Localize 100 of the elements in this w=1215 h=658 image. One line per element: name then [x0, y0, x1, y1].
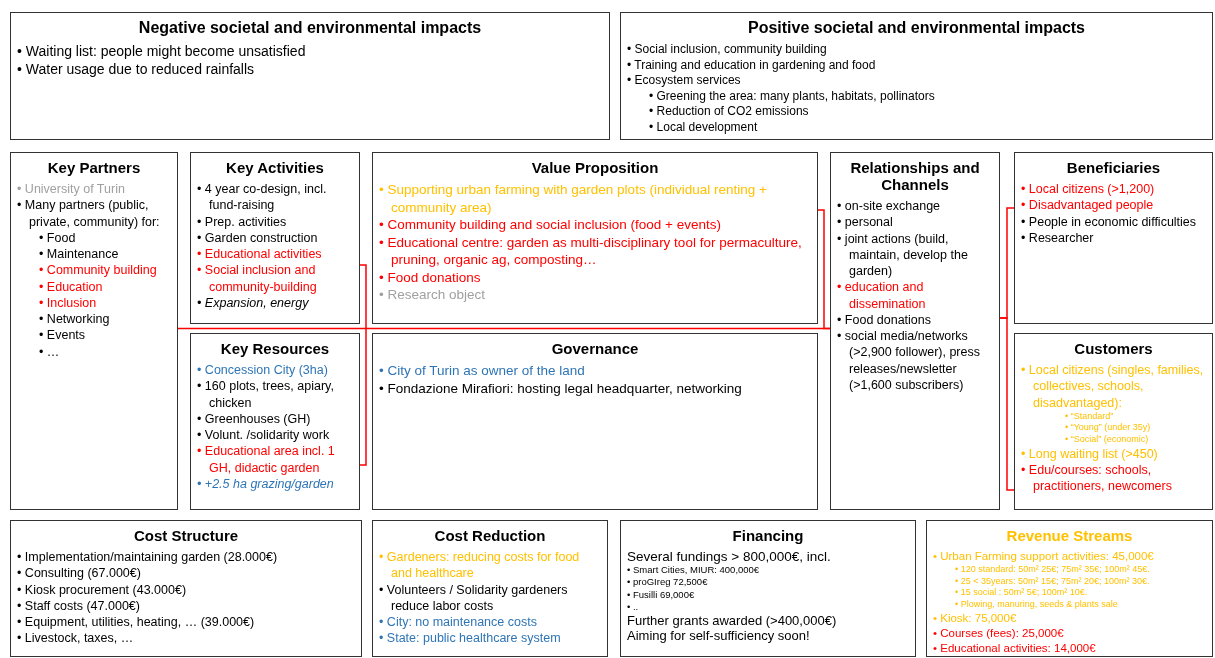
- list-item: • 15 social : 50m² 5€; 100m² 10€.: [955, 587, 1089, 599]
- list-item: • personal: [837, 214, 894, 231]
- list-item: • Long waiting list (>450): [1021, 445, 1159, 463]
- list-item: • Greening the area: many plants, habitats, pollinators: [649, 88, 936, 105]
- section-title: Cost Reduction: [433, 527, 547, 544]
- canvas-section: [10, 152, 178, 510]
- list-item: • …: [39, 343, 61, 360]
- canvas-section: [926, 520, 1213, 657]
- list-item: • on-site exchange: [837, 198, 942, 215]
- section-title: Key Activities: [225, 159, 325, 176]
- list-item: • Gardeners: reducing costs for food and healthcare: [379, 549, 581, 582]
- list-item: • Research object: [379, 286, 487, 304]
- list-item: • Livestock, taxes, …: [17, 630, 135, 647]
- list-item: • State: public healthcare system: [379, 630, 562, 647]
- list-item: • Courses (fees): 25,000€: [933, 625, 1065, 641]
- list-item: • Edu/courses: schools, practitioners, newcomers: [1021, 462, 1173, 495]
- list-item: • proGIreg 72,500€: [627, 576, 709, 589]
- section-title: Negative societal and environmental impacts: [137, 19, 483, 37]
- list-item: • Educational activities: 14,000€: [933, 640, 1097, 656]
- list-item: • Social inclusion and community-building: [197, 262, 318, 295]
- list-item: • Plowing, manuring, seeds & plants sale: [955, 599, 1119, 611]
- list-item: • “Social” (economic): [1065, 434, 1150, 446]
- list-item: • Expansion, energy: [197, 294, 310, 311]
- list-item: • Educational activities: [197, 246, 323, 263]
- list-item: • 160 plots, trees, apiary, chicken: [197, 378, 335, 411]
- canvas-section: [1014, 333, 1213, 510]
- list-item: • Maintenance: [39, 246, 120, 263]
- section-title: Key Partners: [46, 159, 142, 176]
- canvas-section: [372, 333, 818, 510]
- list-item: • Consulting (67.000€): [17, 565, 142, 582]
- list-item: • Ecosystem services: [627, 73, 742, 89]
- list-item: • Water usage due to reduced rainfalls: [17, 60, 256, 79]
- list-item: • Many partners (public, private, community) for:: [17, 197, 161, 230]
- canvas-section: [10, 12, 610, 140]
- canvas-section: [372, 520, 608, 657]
- list-item: • Food: [39, 229, 77, 246]
- section-title: Cost Structure: [132, 527, 240, 544]
- list-item: • 4 year co-design, incl. fund-raising: [197, 181, 328, 214]
- list-item: • “Standard”: [1065, 410, 1115, 423]
- section-title: Value Proposition: [530, 159, 660, 176]
- canvas-section: [190, 152, 360, 324]
- list-item: • Disadvantaged people: [1021, 197, 1155, 214]
- list-item: • Community building: [39, 262, 158, 279]
- list-item: Further grants awarded (>400,000€): [627, 613, 838, 629]
- list-item: • Educational centre: garden as multi-disciplinary tool for permaculture, pruning, organic ag, composting…: [379, 233, 803, 269]
- list-item: • Kiosk procurement (43.000€): [17, 581, 188, 598]
- list-item: • Staff costs (47.000€): [17, 597, 141, 614]
- list-item: • Training and education in gardening and food: [627, 57, 877, 74]
- list-item: • Reduction of CO2 emissions: [649, 104, 810, 120]
- connector-line: [817, 209, 831, 330]
- list-item: • Concession City (3ha): [197, 362, 329, 379]
- list-item: • Fusilli 69,000€: [627, 588, 696, 602]
- list-item: • Researcher: [1021, 229, 1095, 246]
- list-item: • Educational area incl. 1 GH, didactic garden: [197, 443, 336, 476]
- list-item: • Equipment, utilities, heating, … (39.000€): [17, 614, 256, 631]
- section-title: Key Resources: [219, 340, 331, 357]
- section-title: Customers: [1073, 340, 1154, 357]
- list-item: • Urban Farming support activities: 45,000€: [933, 549, 1155, 564]
- list-item: • joint actions (build, maintain, develop the garden): [837, 230, 969, 280]
- list-item: • People in economic difficulties: [1021, 213, 1198, 230]
- list-item: • Networking: [39, 311, 111, 328]
- list-item: • education and dissemination: [837, 279, 927, 312]
- section-title: Revenue Streams: [1005, 527, 1134, 544]
- list-item: • Social inclusion, community building: [627, 42, 828, 58]
- list-item: • Local development: [649, 119, 759, 136]
- canvas-section: [830, 152, 1000, 510]
- list-item: • ..: [627, 601, 640, 614]
- list-item: • Smart Cities, MIUR: 400,000€: [627, 564, 761, 577]
- list-item: • social media/networks (>2,900 follower), press releases/newsletter (>1,600 subscribers): [837, 328, 981, 393]
- list-item: • Prep. activities: [197, 213, 288, 230]
- section-title: Positive societal and environmental impacts: [747, 19, 1086, 37]
- canvas-section: [620, 520, 916, 657]
- list-item: • Volunteers / Solidarity gardeners reduce labor costs: [379, 581, 569, 614]
- list-item: • +2.5 ha grazing/garden: [197, 475, 335, 492]
- list-item: • Greenhouses (GH): [197, 410, 312, 427]
- list-item: • City: no maintenance costs: [379, 614, 538, 631]
- list-item: • 25 < 35years: 50m² 15€; 75m² 20€; 100m² 30€.: [955, 575, 1151, 588]
- canvas-section: [620, 12, 1213, 140]
- section-title: Beneficiaries: [1065, 159, 1162, 176]
- canvas-section: [1014, 152, 1213, 324]
- connector-line: [999, 317, 1015, 491]
- list-item: • Fondazione Mirafiori: hosting legal headquarter, networking: [379, 379, 743, 398]
- list-item: Several fundings > 800,000€, incl.: [627, 549, 832, 564]
- list-item: • 120 standard: 50m² 25€; 75m² 35€; 100m² 45€.: [955, 563, 1151, 576]
- canvas-section: [10, 520, 362, 657]
- list-item: • “Young” (under 35y): [1065, 422, 1152, 435]
- section-title: Financing: [731, 527, 805, 544]
- list-item: • Waiting list: people might become unsatisfied: [17, 42, 307, 61]
- list-item: • Kiosk: 75,000€: [933, 610, 1018, 626]
- list-item: • University of Turin: [17, 181, 126, 198]
- section-title: Governance: [550, 340, 640, 357]
- list-item: • Volunt. /solidarity work: [197, 427, 331, 444]
- list-item: • Inclusion: [39, 294, 98, 311]
- list-item: Aiming for self-sufficiency soon!: [627, 628, 811, 644]
- list-item: • Garden construction: [197, 229, 319, 246]
- canvas-section: [372, 152, 818, 324]
- list-item: • Implementation/maintaining garden (28.000€): [17, 549, 279, 566]
- list-item: • Education: [39, 278, 104, 295]
- list-item: • Community building and social inclusion (food + events): [379, 216, 723, 234]
- list-item: • Supporting urban farming with garden plots (individual renting + community area): [379, 181, 768, 217]
